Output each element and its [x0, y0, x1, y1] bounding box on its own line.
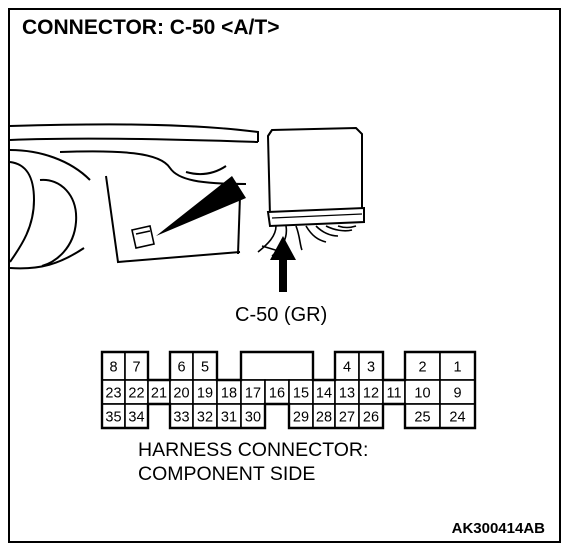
pin-number-label: 9 [453, 386, 461, 402]
dashboard-illustration [9, 123, 259, 270]
pin-number-label: 31 [221, 410, 237, 426]
wiring-harness [257, 225, 357, 257]
pin-number-label: 29 [293, 410, 309, 426]
pin-number-label: 2 [418, 360, 426, 376]
pin-number-label: 14 [316, 386, 332, 402]
pin-number-label: 24 [449, 410, 465, 426]
pin-number-label: 16 [269, 386, 285, 402]
pin-number-label: 21 [151, 386, 167, 402]
pin-number-label: 30 [245, 410, 261, 426]
pin-number-label: 19 [197, 386, 213, 402]
connector-cavity [404, 351, 441, 381]
connector-cavity [216, 379, 242, 405]
pin-number-label: 18 [221, 386, 237, 402]
connector-cavity [439, 379, 476, 405]
pin-number-label: 23 [105, 386, 121, 402]
callout-arrow [270, 236, 296, 292]
dashboard-connector-location [131, 225, 155, 249]
caption-line-1: HARNESS CONNECTOR: [138, 439, 369, 461]
connector-outline [100, 350, 477, 430]
pin-number-label: 27 [339, 410, 355, 426]
connector-cavity [334, 351, 360, 381]
pin-number-label: 34 [128, 410, 144, 426]
pin-number-label: 10 [414, 386, 430, 402]
harness-caption: HARNESS CONNECTOR: COMPONENT SIDE [138, 438, 368, 486]
pin-number-label: 6 [177, 360, 185, 376]
pin-number-label: 15 [293, 386, 309, 402]
pin-number-label: 5 [201, 360, 209, 376]
connector-cavity [404, 379, 441, 405]
pin-number-label: 7 [132, 360, 140, 376]
pin-number-label: 26 [363, 410, 379, 426]
connector-cavity [334, 379, 360, 405]
caption-line-2: COMPONENT SIDE [138, 463, 316, 485]
pin-number-label: 3 [367, 360, 375, 376]
diagram-frame: CONNECTOR: C-50 <A/T> C-50 (GR) HARNESS … [8, 8, 561, 543]
connector-key [240, 351, 314, 381]
pin-number-label: 25 [414, 410, 430, 426]
pin-number-label: 33 [173, 410, 189, 426]
diagram-title: CONNECTOR: C-50 <A/T> [22, 16, 280, 39]
control-unit-module [266, 126, 365, 228]
pin-number-label: 17 [245, 386, 261, 402]
pin-number-label: 22 [128, 386, 144, 402]
pin-number-label: 32 [197, 410, 213, 426]
connector-callout-label: C-50 (GR) [235, 304, 328, 326]
figure-code: AK300414AB [451, 520, 545, 537]
pin-number-label: 20 [173, 386, 189, 402]
pin-number-label: 11 [386, 386, 401, 402]
pin-number-label: 4 [343, 360, 351, 376]
location-pointer [156, 176, 246, 236]
pin-number-label: 12 [363, 386, 379, 402]
pin-number-label: 35 [105, 410, 121, 426]
pin-number-label: 28 [316, 410, 332, 426]
pin-number-label: 1 [453, 360, 461, 376]
pin-number-label: 13 [339, 386, 355, 402]
pin-number-label: 8 [109, 360, 117, 376]
